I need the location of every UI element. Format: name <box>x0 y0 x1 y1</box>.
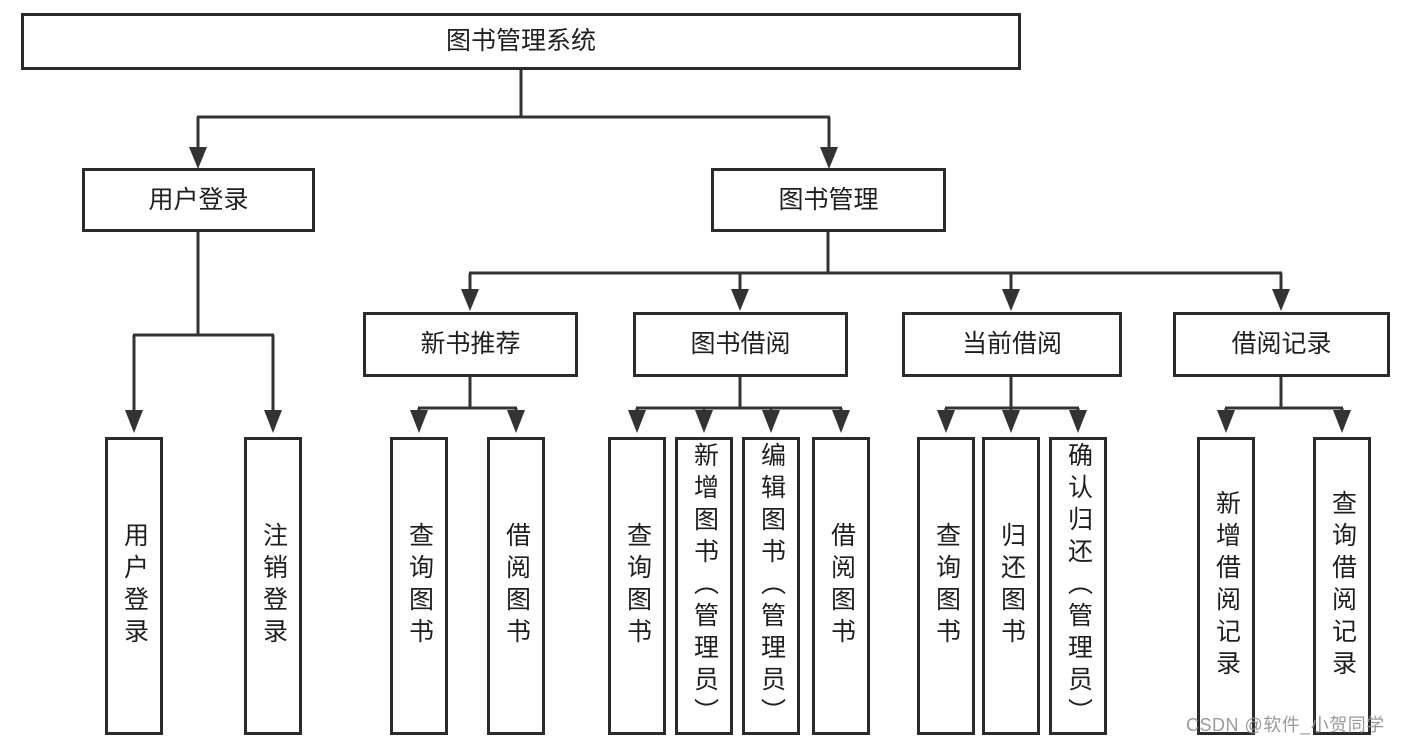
node-label: 新增图书（管理员） <box>690 442 719 730</box>
edge-new-book-to-leaves <box>417 377 518 412</box>
node-label: 注销登录 <box>259 522 288 650</box>
node-current-borrow: 当前借阅 <box>902 312 1122 377</box>
node-new-book-recommend: 新书推荐 <box>363 312 578 377</box>
node-book-management: 图书管理 <box>711 168 946 232</box>
node-label: 借阅图书 <box>827 522 856 650</box>
leaf-query-books-current: 查询图书 <box>917 437 975 735</box>
node-label: 图书借阅 <box>690 330 791 358</box>
edge-book-borrow-to-leaves <box>635 377 843 412</box>
leaf-edit-book-admin: 编辑图书（管理员） <box>742 437 800 735</box>
node-label: 查询图书 <box>405 522 434 650</box>
node-label: 新书推荐 <box>420 330 521 358</box>
node-user-login: 用户登录 <box>82 168 315 232</box>
csdn-watermark: CSDN @软件_小贺同学 <box>1186 715 1385 735</box>
node-book-borrow: 图书借阅 <box>633 312 848 377</box>
node-label: 图书管理系统 <box>445 27 596 55</box>
leaf-logout: 注销登录 <box>244 437 302 735</box>
leaf-add-borrow-record: 新增借阅记录 <box>1197 437 1255 735</box>
edge-book-management-to-level2 <box>468 232 1283 291</box>
edge-root-to-level1 <box>196 70 831 149</box>
node-label: 查询图书 <box>623 522 652 650</box>
leaf-query-borrow-record: 查询借阅记录 <box>1313 437 1371 735</box>
arrowheads <box>125 147 1351 433</box>
node-label: 借阅图书 <box>502 522 531 650</box>
leaf-query-books-borrow: 查询图书 <box>608 437 666 735</box>
node-label: 用户登录 <box>120 522 149 650</box>
edge-borrow-records-to-leaves <box>1224 377 1344 412</box>
node-label: 查询图书 <box>932 522 961 650</box>
leaf-user-login: 用户登录 <box>105 437 163 735</box>
leaf-borrow-books-recommend: 借阅图书 <box>487 437 545 735</box>
leaf-confirm-return-admin: 确认归还（管理员） <box>1049 437 1107 735</box>
edge-current-borrow-to-leaves <box>944 377 1080 412</box>
node-label: 确认归还（管理员） <box>1064 442 1093 730</box>
leaf-borrow-books: 借阅图书 <box>812 437 870 735</box>
node-borrow-records: 借阅记录 <box>1173 312 1390 377</box>
edge-user-login-to-leaves <box>132 232 275 411</box>
leaf-add-book-admin: 新增图书（管理员） <box>675 437 733 735</box>
leaf-query-books-recommend: 查询图书 <box>390 437 448 735</box>
node-label: 用户登录 <box>148 185 249 214</box>
node-library-management-system: 图书管理系统 <box>21 13 1021 70</box>
node-label: 当前借阅 <box>961 330 1062 358</box>
node-label: 归还图书 <box>997 522 1026 650</box>
leaf-return-book: 归还图书 <box>982 437 1040 735</box>
node-label: 编辑图书（管理员） <box>757 442 786 730</box>
node-label: 新增借阅记录 <box>1212 490 1241 682</box>
node-label: 查询借阅记录 <box>1328 490 1357 682</box>
node-label: 图书管理 <box>778 185 879 214</box>
node-label: 借阅记录 <box>1231 330 1332 358</box>
